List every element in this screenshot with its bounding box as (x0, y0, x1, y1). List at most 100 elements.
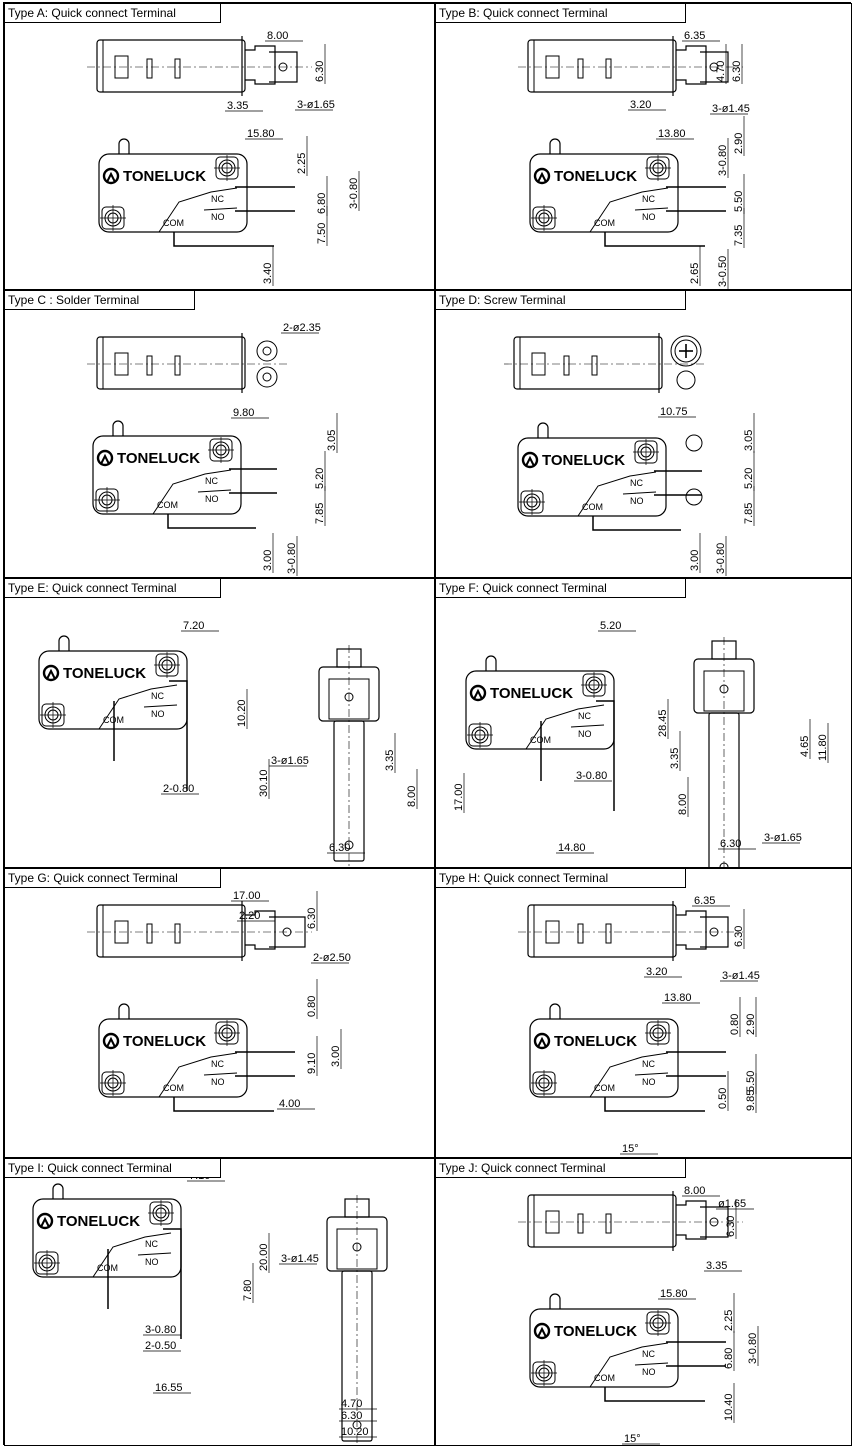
dimension-label: 3-ø1.45 (281, 1253, 319, 1265)
switch-body-top (96, 904, 246, 958)
nc-label: NC (211, 1059, 224, 1069)
dimension-label: 7.80 (242, 1280, 254, 1301)
dimension-label: 20.00 (258, 1243, 270, 1271)
no-label: NO (642, 1367, 656, 1377)
nc-terminal (596, 700, 615, 811)
dimension-label: 2-0.50 (145, 1340, 176, 1352)
dimension-label: 3.35 (669, 748, 681, 769)
dimension-label: 3.35 (706, 1260, 727, 1272)
dimension-label: 4.65 (799, 736, 811, 757)
switch-end-view (318, 645, 380, 867)
lever-spring (158, 187, 238, 233)
com-terminal (604, 1387, 705, 1402)
switch-body-side (517, 437, 667, 517)
lever-spring (197, 489, 232, 493)
switch-top-view (518, 1191, 743, 1251)
dimension-label: 7.50 (316, 223, 328, 244)
actuator-button (58, 635, 70, 651)
dimension-label: 5.20 (743, 468, 755, 489)
switch-top-view (87, 36, 312, 96)
terminal-stub (676, 1200, 707, 1240)
dimension-label: 3.35 (227, 100, 248, 112)
toneluck-logo: TONELUCK (533, 1032, 637, 1050)
dimension-label: 16.55 (155, 1382, 183, 1394)
brand-name: TONELUCK (554, 168, 637, 185)
lever-spring (143, 704, 178, 708)
com-terminal (167, 514, 256, 529)
dimension-label: 11.80 (817, 734, 829, 761)
switch-end-view (693, 637, 755, 867)
mounting-hole (214, 1020, 240, 1046)
lever-spring (589, 1342, 669, 1388)
no-label: NO (211, 212, 225, 222)
actuator-button (52, 1183, 64, 1199)
toneluck-logo: TONELUCK (533, 167, 637, 185)
mounting-hole (34, 1250, 60, 1276)
dimension-label: 3-0.80 (747, 1333, 759, 1364)
lever-spring (137, 1252, 172, 1256)
dimension-label: 6.30 (306, 908, 318, 929)
lever-spring (152, 469, 232, 515)
dimension-label: 8.00 (406, 786, 418, 807)
lever-spring (92, 1232, 172, 1278)
switch-body-top (527, 1194, 677, 1248)
brand-name: TONELUCK (490, 685, 573, 702)
no-label: NO (151, 709, 165, 719)
dimension-label: 13.80 (664, 992, 692, 1004)
lever-spring (525, 704, 605, 750)
switch-body-side (529, 1018, 679, 1098)
dimension-label: 6.30 (725, 1216, 737, 1237)
brand-name: TONELUCK (554, 1033, 637, 1050)
dimension-label: 7.35 (733, 225, 745, 246)
solder-lug (256, 340, 278, 362)
dimension-label: 3-0.80 (576, 770, 607, 782)
dimension-label: 3.05 (743, 430, 755, 451)
no-label: NO (205, 494, 219, 504)
switch-body-top (513, 336, 663, 390)
dimension-label: 6.30 (341, 1410, 362, 1422)
actuator-button (549, 1003, 561, 1019)
actuator-button (549, 138, 561, 154)
mounting-hole (531, 1360, 557, 1386)
drawing: TONELUCKNCNOCOM7.2010.2030.102-0.803-ø1.… (38, 620, 418, 867)
dimension-label: 15.80 (247, 128, 275, 140)
dimension-label: 8.00 (267, 30, 288, 42)
dimension-label: 3-ø1.45 (712, 103, 750, 115)
mounting-hole (214, 155, 240, 181)
dimension-label: 3-0.80 (717, 145, 729, 176)
screw-washer (676, 370, 696, 390)
dimension-label: 6.35 (684, 30, 705, 42)
mounting-hole (94, 487, 120, 513)
switch-body-top (96, 336, 246, 390)
nc-label: NC (642, 1059, 655, 1069)
dimension-label: 2-0.80 (163, 783, 194, 795)
nc-label: NC (205, 476, 218, 486)
nc-label: NC (211, 194, 224, 204)
dimension-label: 3.20 (646, 966, 667, 978)
lever-spring (589, 1052, 669, 1098)
brand-name: TONELUCK (117, 450, 200, 467)
no-label: NO (145, 1257, 159, 1267)
solder-lug (256, 366, 278, 388)
dimension-label: 3-0.80 (348, 178, 360, 209)
mounting-hole (531, 1070, 557, 1096)
dimension-label: 30.10 (258, 769, 270, 797)
com-terminal (173, 232, 274, 247)
dimension-label: 9.80 (233, 407, 254, 419)
dimension-label: 8.00 (684, 1185, 705, 1197)
switch-end-view (326, 1195, 388, 1445)
nc-label: NC (642, 194, 655, 204)
dimension-label: 7.85 (743, 503, 755, 524)
brand-name: TONELUCK (123, 168, 206, 185)
toneluck-logo: TONELUCK (36, 1212, 140, 1230)
dimension-label: 3.00 (262, 550, 274, 571)
dimension-label: 2.65 (689, 263, 701, 284)
